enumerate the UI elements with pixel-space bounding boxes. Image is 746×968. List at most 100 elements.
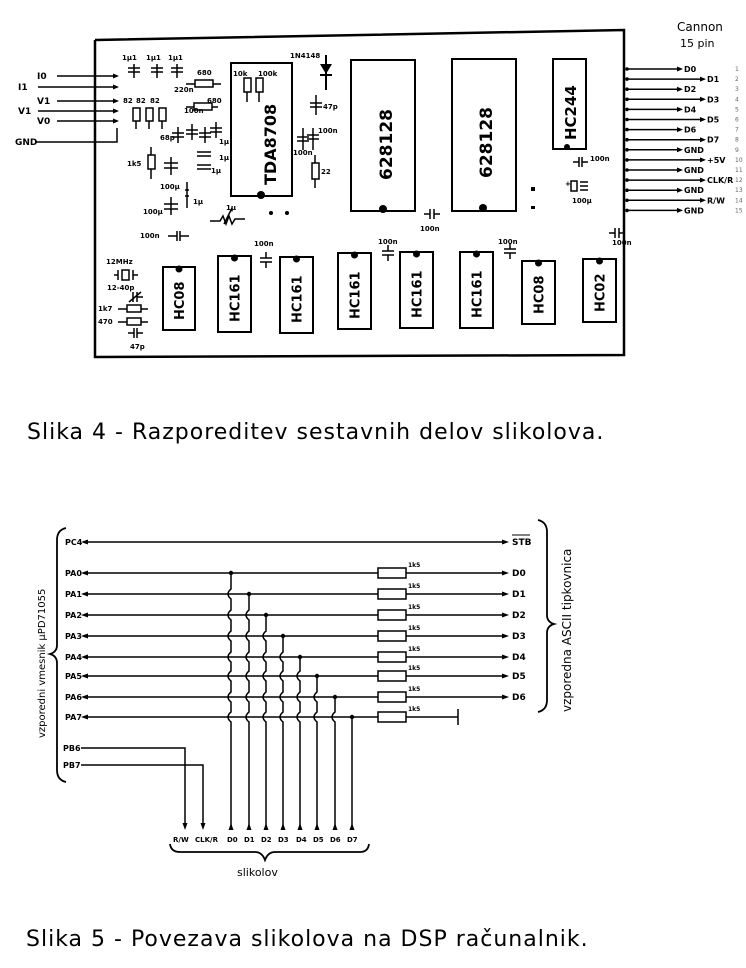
connector-pin-5: D4: [625, 105, 697, 114]
cap-47p: 47p: [310, 95, 338, 115]
left-input-label: GND: [15, 138, 37, 148]
keyboard-pin-label: D0: [512, 569, 526, 579]
pin-number: 5: [735, 106, 739, 113]
pin-number: 8: [735, 137, 739, 144]
cap-100n-label: 100n: [420, 225, 440, 233]
chip-label: HC161: [229, 274, 244, 322]
resistor-label: 1k5: [408, 604, 420, 611]
chip-label: HC161: [349, 271, 364, 319]
cap-1u-b-label: 1µ: [219, 154, 229, 162]
cap-220n-label: 220n: [174, 86, 194, 94]
cap-68p-label: 68p: [160, 134, 175, 142]
cap-100u-b-label: 100µ: [143, 208, 163, 216]
cap-1u-a-label: 1µ: [219, 138, 229, 146]
chip-628128-a: 628128: [350, 59, 416, 213]
diode-label: 1N4148: [290, 52, 320, 60]
resistor-22: 22: [311, 155, 331, 188]
pin-number: 7: [735, 127, 739, 134]
connector-pin-label: R/W: [707, 196, 725, 205]
slikolov-pin-label: CLK/R: [195, 836, 219, 844]
connector-pin-label: D4: [684, 105, 697, 114]
diode-1n4148: 1N4148: [290, 52, 332, 90]
slikolov-pin-label: D2: [261, 836, 272, 844]
chip-hc08-0: HC08: [162, 265, 196, 331]
left-input-label: I0: [37, 72, 47, 82]
connector-pin-1: D0: [625, 65, 697, 74]
connector-pin-label: GND: [684, 166, 704, 175]
res-1k5-label: 1k5: [127, 160, 142, 168]
pin-number: 10: [735, 157, 743, 164]
port-pin-label: PA6: [65, 693, 82, 702]
cap-100u-a-label: 100µ: [160, 183, 180, 191]
chip-label-hc244: HC244: [562, 85, 580, 140]
left-input-label: I1: [18, 83, 28, 93]
cap-100n-right-label: 100n: [590, 155, 610, 163]
cap-100n-label: 100n: [612, 239, 632, 247]
chip-tda8708: 10k 100k TDA8708: [230, 62, 293, 199]
cap-100n-a-label: 100n: [184, 107, 204, 115]
keyboard-pin-label: D4: [512, 653, 526, 663]
connector-pin-label: GND: [684, 206, 704, 215]
left-input-label: V0: [37, 117, 50, 127]
cap-100n-c-label: 100n: [318, 127, 338, 135]
pin-number: 12: [735, 177, 743, 184]
slikolov-pin-label: D4: [296, 836, 307, 844]
left-input-4: V0: [37, 117, 119, 127]
port-pin-label: PA7: [65, 713, 82, 722]
resistor-label: 1k5: [408, 583, 420, 590]
connector-pin-3: D2: [625, 85, 696, 94]
caps-68p-cluster: 68p 1µ 1µ 1µ: [160, 122, 229, 175]
pin-number: 11: [735, 167, 743, 174]
caps-100n-mid: 100n 100n: [293, 127, 338, 157]
trimmer-label: 1µ: [226, 204, 236, 212]
connector-pin-12: CLK/R: [625, 176, 733, 185]
right-caps: 100n + 100µ: [531, 155, 610, 209]
port-pin-label: PB6: [63, 744, 81, 753]
figure-4-caption: Slika 4 - Razporeditev sestavnih delov s…: [27, 420, 605, 445]
resistor-label: 1k5: [408, 646, 420, 653]
cap-1u1-c-label: 1µ1: [168, 54, 183, 62]
slikolov-pin-label: D1: [244, 836, 255, 844]
resistor-22-label: 22: [321, 168, 331, 176]
resistor-label: 1k5: [408, 686, 420, 693]
connector-pin-label: D3: [707, 95, 719, 104]
cap-1u1-b-label: 1µ1: [146, 54, 161, 62]
chip-label: HC02: [594, 273, 609, 312]
figure-5-caption: Slika 5 - Povezava slikolova na DSP raču…: [26, 927, 589, 952]
wire-pa0: 1k5 D0 PA0: [65, 562, 526, 830]
connector-pin-label: D0: [684, 65, 697, 74]
cap-1u-d-label: 1µ: [193, 198, 203, 206]
port-pin-label: PA0: [65, 569, 82, 578]
connector-label-line2: 15 pin: [680, 37, 715, 50]
res-82-b-label: 82: [136, 97, 146, 105]
connector-pin-7: D6: [625, 126, 697, 135]
connector-pin-14: R/W: [625, 196, 725, 205]
chip-hc161-4: HC161: [399, 250, 434, 329]
left-input-5: GND: [15, 128, 118, 148]
left-input-3: V1: [18, 107, 119, 117]
wire-pb7: PB7: [63, 761, 206, 830]
pin-number: 3: [735, 86, 739, 93]
trimmer-resistor: 1µ: [210, 204, 289, 227]
tda-r2-label: 100k: [258, 70, 278, 78]
right-group-label: vzporedna ASCII tipkovnica: [560, 549, 574, 712]
plus-sign: +: [565, 180, 571, 188]
cap-1u-c-label: 1µ: [211, 167, 221, 175]
chip-label: HC161: [291, 275, 306, 323]
port-pin-label: PA3: [65, 632, 82, 641]
resistors-82: 82 82 82: [123, 97, 167, 129]
cap-100n-label: 100n: [254, 240, 274, 248]
res-82-a-label: 82: [123, 97, 133, 105]
resistor-label: 1k5: [408, 706, 420, 713]
left-input-2: V1: [37, 97, 119, 107]
